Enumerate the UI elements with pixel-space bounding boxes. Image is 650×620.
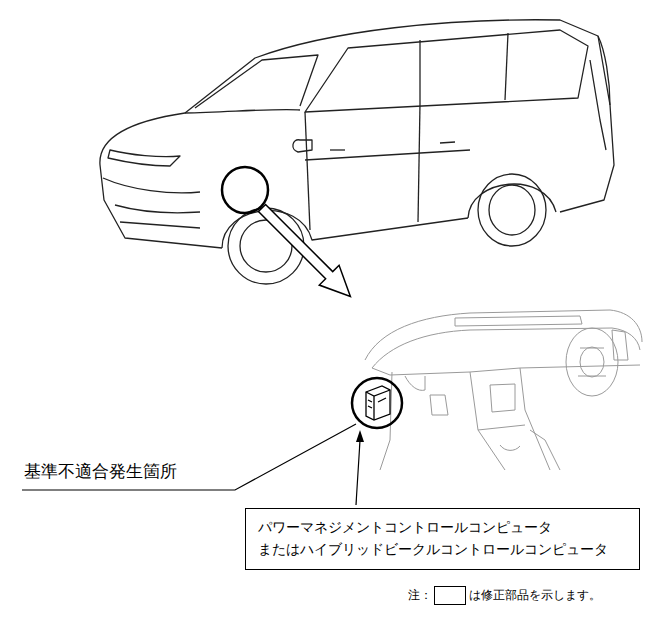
dashboard-drawing [365, 310, 642, 470]
blank-box [434, 586, 466, 605]
note: 注： は修正部品を示します。 [408, 586, 601, 605]
leader-line [356, 440, 360, 505]
part-name: パワーマネジメントコントロールコンピュータ またはハイブリッドビークルコントロー… [258, 517, 627, 560]
location-circle [222, 167, 268, 213]
car-drawing [100, 20, 614, 284]
leader-line [22, 424, 356, 490]
location-label: 基準不適合発生箇所 [24, 460, 177, 483]
location-circle [352, 378, 402, 428]
arrowhead [356, 430, 364, 442]
part-box: パワーマネジメントコントロールコンピュータ またはハイブリッドビークルコントロー… [245, 508, 640, 570]
computer-module [366, 386, 390, 420]
zoom-arrow [252, 198, 360, 306]
note-text: は修正部品を示します。 [469, 587, 601, 604]
note-text: 注： [408, 587, 432, 604]
